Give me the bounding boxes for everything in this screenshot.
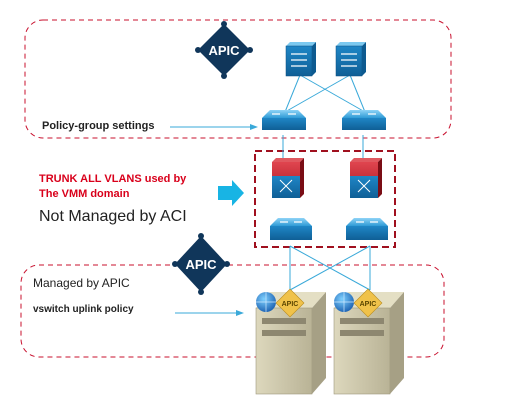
managed-by-apic-label: Managed by APIC (33, 276, 130, 290)
apic-top-label: APIC (208, 43, 240, 58)
apic-controller-top: APIC (195, 21, 253, 79)
not-managed-label: Not Managed by ACI (39, 208, 187, 225)
external-switch-red-left (272, 158, 304, 198)
network-links (282, 74, 371, 291)
external-switch-blue-right (346, 218, 388, 240)
svg-text:APIC: APIC (360, 301, 377, 308)
server-apic-badge-right: APIC (353, 288, 383, 318)
aci-fabric-region (24, 19, 452, 139)
uplink-policy-arrow (175, 310, 244, 316)
esx-host-right: APIC (333, 288, 404, 395)
spine-switch-left (285, 42, 316, 77)
external-switch-red-right (350, 158, 382, 198)
trunk-label-line1: TRUNK ALL VLANS used by (39, 173, 187, 185)
server-apic-badge-left: APIC (275, 288, 305, 318)
managed-hosts-region (20, 264, 445, 358)
trunk-vlans-label: TRUNK ALL VLANS used by The VMM domain (39, 172, 186, 202)
trunk-arrow (218, 180, 244, 206)
vswitch-uplink-policy-label: vswitch uplink policy (33, 304, 134, 315)
esx-host-left: APIC (255, 288, 326, 395)
external-switch-blue-left (270, 218, 312, 240)
unmanaged-switch-region (254, 150, 396, 248)
spine-switch-right (335, 42, 366, 77)
policy-group-arrow (170, 124, 258, 130)
leaf-switch-right (342, 110, 386, 130)
apic-controller-mid: APIC (172, 233, 230, 295)
apic-mid-label: APIC (185, 257, 217, 272)
leaf-switch-left (262, 110, 306, 130)
svg-text:APIC: APIC (282, 301, 299, 308)
trunk-label-line2: The VMM domain (39, 188, 130, 200)
policy-group-label: Policy-group settings (42, 120, 155, 132)
